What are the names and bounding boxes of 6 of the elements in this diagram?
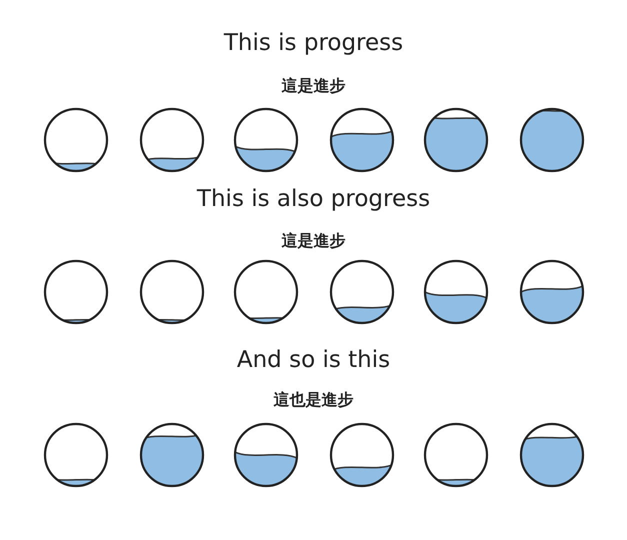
heading: And so is this xyxy=(236,347,390,373)
subheading: 這是進步 xyxy=(282,76,346,97)
heading: This is progress xyxy=(224,30,404,56)
subheading: 這是進步 xyxy=(282,231,346,252)
heading: This is also progress xyxy=(196,186,430,212)
subheading: 這也是進步 xyxy=(274,390,354,411)
